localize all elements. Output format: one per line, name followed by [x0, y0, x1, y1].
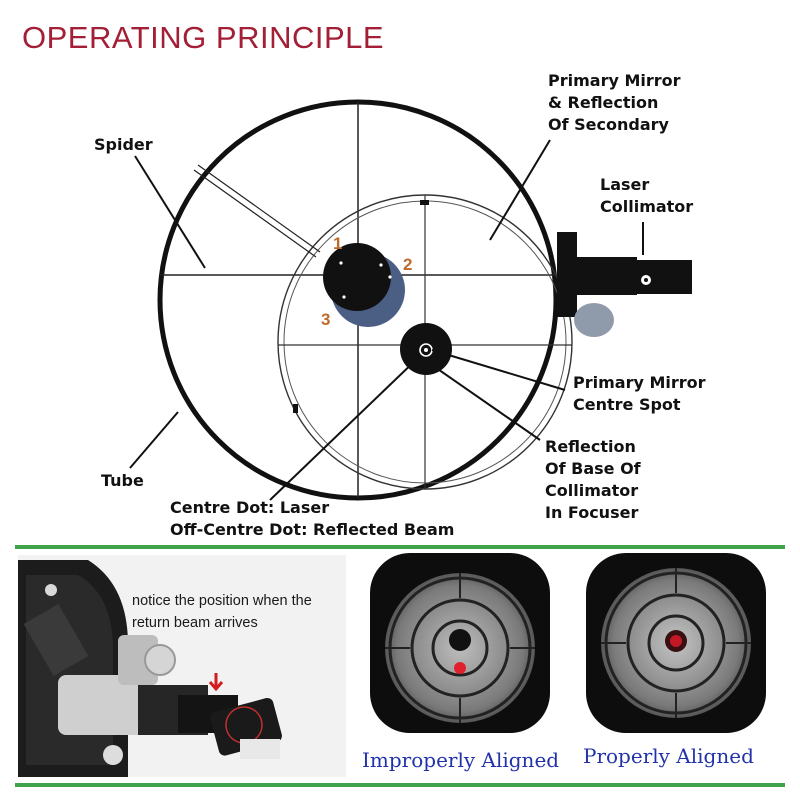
laser-collimator: [577, 257, 637, 295]
arrow-down-icon: [208, 673, 224, 692]
primary-mirror-reflection-label: Primary Mirror & Reflection Of Secondary: [548, 71, 681, 134]
tube-label: Tube: [101, 471, 144, 490]
return-beam-dot: [449, 629, 471, 651]
page-title: OPERATING PRINCIPLE: [22, 20, 385, 55]
laser-collimator-label: Laser Collimator: [600, 175, 694, 216]
reflection-base-label: Reflection Of Base Of Collimator In Focu…: [545, 437, 641, 522]
laser-dot: [454, 662, 466, 674]
improperly-aligned-label: Improperly Aligned: [362, 748, 560, 772]
focuser: [557, 232, 577, 317]
centre-dot-label: Centre Dot: Laser Off-Centre Dot: Reflec…: [170, 498, 455, 539]
primary-mirror-centre-spot-label: Primary Mirror Centre Spot: [573, 373, 706, 414]
photo-caption: notice the position when the return beam…: [132, 593, 312, 631]
collimation-diagram: [129, 99, 692, 501]
position-number-3: 3: [321, 310, 331, 329]
properly-aligned-label: Properly Aligned: [583, 744, 754, 768]
position-number-2: 2: [403, 255, 413, 274]
divider-bottom: [15, 783, 785, 787]
secondary-mirror: [323, 243, 391, 311]
improper-alignment-target: [370, 553, 550, 733]
spider-label: Spider: [94, 135, 153, 154]
divider-top: [15, 545, 785, 549]
focuser-knob: [574, 303, 614, 337]
proper-alignment-target: [586, 553, 766, 733]
position-number-1: 1: [333, 234, 343, 253]
telescope-photo: [18, 555, 346, 777]
